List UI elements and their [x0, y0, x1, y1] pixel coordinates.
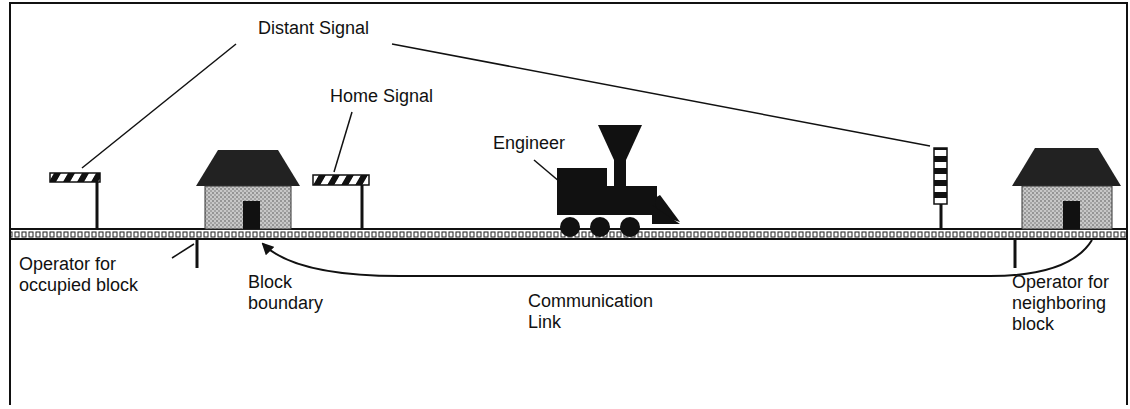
- leader-line: [172, 244, 194, 258]
- communication-link: [263, 240, 1092, 276]
- leader-line: [392, 44, 930, 146]
- link-label: Communication Link: [528, 291, 668, 333]
- leader-line: [534, 160, 560, 182]
- distant-signal: [934, 148, 947, 229]
- operator-label: Operator for occupied block: [19, 254, 151, 296]
- boundary-label: Block boundary: [248, 272, 328, 314]
- locomotive: [557, 125, 680, 237]
- leader-line: [334, 112, 352, 172]
- block-boundary-mark: [1014, 239, 1017, 268]
- signal-label: Distant Signal: [258, 18, 458, 39]
- signal-label: Home Signal: [330, 86, 480, 107]
- frame: [10, 3, 1127, 405]
- operator-house: [1012, 148, 1121, 229]
- engineer-label: Engineer: [493, 133, 613, 154]
- leader-line: [82, 44, 236, 168]
- operator-house: [196, 150, 300, 229]
- block-boundary-mark: [196, 239, 199, 268]
- home-signal: [313, 175, 369, 229]
- operator-label: Operator for neighboring block: [1012, 272, 1122, 335]
- distant-signal: [50, 173, 100, 229]
